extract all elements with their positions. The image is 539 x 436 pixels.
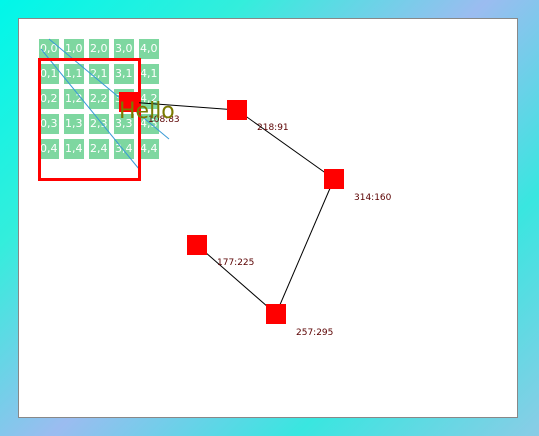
grid-cell: 3,1 [114, 64, 134, 84]
grid-cell-label: 2,2 [90, 92, 108, 105]
grid-cell: 1,1 [64, 64, 84, 84]
grid-cell-box [89, 89, 109, 109]
grid-cell-label: 4,3 [140, 117, 158, 130]
grid-cell: 4,3 [139, 114, 159, 134]
grid-cell-label: 0,1 [40, 67, 58, 80]
drawing-canvas[interactable]: 0,0 1,0 2,0 3,0 4,0 0,1 1,1 2,1 3,1 4,1 0,2 1,2 2,2 3… [18, 18, 518, 418]
grid-cell-box [139, 139, 159, 159]
grid-cell: 0,4 [39, 139, 59, 159]
grid-cell-label: 3,1 [115, 67, 133, 80]
grid-cell-label: 1,0 [65, 42, 83, 55]
label-grid: 0,0 1,0 2,0 3,0 4,0 0,1 1,1 2,1 3,1 4,1 0,2 1,2 2,2 3… [39, 39, 159, 159]
grid-cell-box [114, 114, 134, 134]
node-square[interactable] [266, 304, 286, 324]
node-square[interactable] [324, 169, 344, 189]
node-square[interactable] [119, 92, 139, 112]
selection-rectangle[interactable] [38, 58, 141, 181]
grid-cell-label: 3,0 [115, 42, 133, 55]
grid-cell-box [89, 139, 109, 159]
grid-cell-box [89, 114, 109, 134]
grid-cell: 1,2 [64, 89, 84, 109]
grid-cell: 1,3 [64, 114, 84, 134]
grid-cell: 0,1 [39, 64, 59, 84]
grid-cell-label: 3,4 [115, 142, 133, 155]
grid-cell-label: 0,4 [40, 142, 58, 155]
grid-cell-label: 4,4 [140, 142, 158, 155]
grid-cell-label: 4,0 [140, 42, 158, 55]
grid-cell: 3,3 [114, 114, 134, 134]
grid-cell-label: 2,1 [90, 67, 108, 80]
node-square[interactable] [187, 235, 207, 255]
grid-cell-label: 0,2 [40, 92, 58, 105]
node-label: 177:225 [217, 258, 254, 268]
diagram-svg[interactable]: 0,0 1,0 2,0 3,0 4,0 0,1 1,1 2,1 3,1 4,1 0,2 1,2 2,2 3… [19, 19, 519, 419]
edge-line [128, 101, 238, 111]
grid-cell-label: 1,2 [65, 92, 83, 105]
node-label: 218:91 [257, 123, 289, 133]
grid-cell-label: 4,1 [140, 67, 158, 80]
node-label: 108:83 [148, 115, 180, 125]
grid-cell-box [89, 64, 109, 84]
diagonal-line-1 [48, 38, 170, 140]
grid-cell: 2,2 [89, 89, 109, 109]
hello-text: Hello [119, 99, 175, 124]
grid-cell-label: 2,3 [90, 117, 108, 130]
grid-cell-box [89, 39, 109, 59]
diagonal-line-2 [40, 48, 140, 170]
diagonal-lines [40, 38, 170, 170]
grid-cell-label: 0,0 [40, 42, 58, 55]
edge-line [196, 244, 277, 315]
grid-cell-box [39, 64, 59, 84]
grid-cell-label: 1,3 [65, 117, 83, 130]
grid-cell-label: 4,2 [140, 92, 158, 105]
grid-cell-box [64, 64, 84, 84]
grid-cell: 1,4 [64, 139, 84, 159]
grid-cell-label: 2,0 [90, 42, 108, 55]
grid-cell-box [39, 139, 59, 159]
grid-cell: 0,3 [39, 114, 59, 134]
grid-cell: 0,2 [39, 89, 59, 109]
edge-line [275, 178, 335, 315]
grid-cell-label: 1,1 [65, 67, 83, 80]
node-square[interactable] [227, 100, 247, 120]
grid-cell-box [64, 114, 84, 134]
grid-cell: 2,0 [89, 39, 109, 59]
grid-cell-box [114, 64, 134, 84]
grid-cell: 1,0 [64, 39, 84, 59]
edge-line [236, 109, 335, 180]
grid-cell-box [64, 39, 84, 59]
grid-cell-box [39, 89, 59, 109]
grid-cell-box [64, 139, 84, 159]
node-label: 314:160 [354, 193, 392, 203]
grid-cell: 4,1 [139, 64, 159, 84]
edges [128, 101, 335, 315]
node-label: 257:295 [296, 328, 333, 338]
grid-cell: 4,4 [139, 139, 159, 159]
grid-cell-label: 0,3 [40, 117, 58, 130]
grid-cell: 0,0 [39, 39, 59, 59]
grid-cell-box [64, 89, 84, 109]
nodes[interactable]: 108:83 218:91 314:160 257:295 177:225 [119, 92, 392, 338]
grid-cell-label: 2,4 [90, 142, 108, 155]
grid-cell-label: 3,3 [115, 117, 133, 130]
grid-cell-box [139, 39, 159, 59]
grid-cell-box [139, 114, 159, 134]
grid-cell-box [139, 64, 159, 84]
grid-cell-box [39, 114, 59, 134]
grid-cell: 4,0 [139, 39, 159, 59]
grid-cell-box [114, 39, 134, 59]
grid-cell: 2,4 [89, 139, 109, 159]
grid-cell-label: 1,4 [65, 142, 83, 155]
grid-cell: 3,0 [114, 39, 134, 59]
grid-cell: 2,3 [89, 114, 109, 134]
grid-cell-box [39, 39, 59, 59]
